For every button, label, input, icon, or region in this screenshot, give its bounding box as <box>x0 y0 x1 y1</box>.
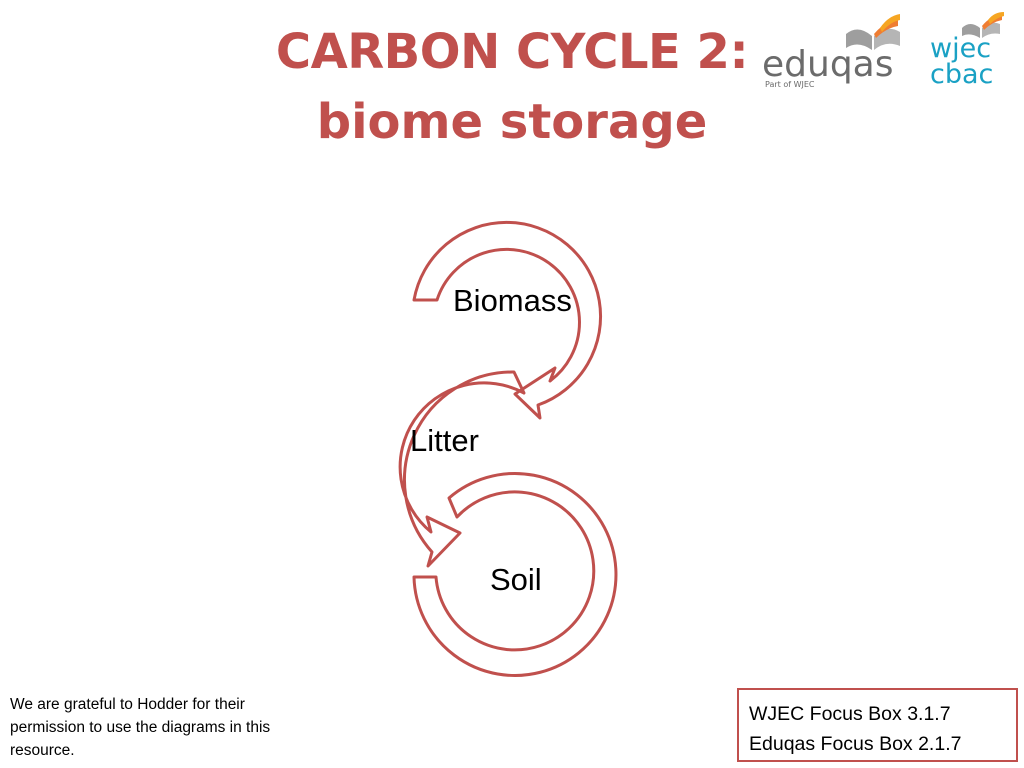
wjec-word: wjec <box>930 33 992 64</box>
eduqas-focus-box: Eduqas Focus Box 2.1.7 <box>749 733 962 755</box>
biomass-cycle-arrow <box>412 220 603 420</box>
title-line-1: CARBON CYCLE 2: <box>275 24 749 80</box>
wjec-focus-box: WJEC Focus Box 3.1.7 <box>749 703 951 725</box>
book-icon <box>846 14 900 50</box>
eduqas-subtitle: Part of WJEC <box>765 80 815 89</box>
eduqas-wordmark: eduqas <box>762 44 894 85</box>
litter-label: Litter <box>410 423 479 458</box>
title-line-2: biome storage <box>316 94 708 150</box>
wjec-wordmark: wjec cbac <box>930 33 994 90</box>
wjec-logo: wjec cbac <box>928 12 1008 92</box>
acknowledgement-text: We are grateful to Hodder for their perm… <box>10 696 271 759</box>
slide-title: CARBON CYCLE 2: biome storage <box>262 28 762 146</box>
cbac-word: cbac <box>930 59 994 90</box>
focus-box-reference: WJEC Focus Box 3.1.7 Eduqas Focus Box 2.… <box>737 688 1018 762</box>
soil-label: Soil <box>490 562 542 597</box>
carbon-store-cycle-diagram <box>398 220 618 677</box>
litter-cycle-arrow <box>398 370 526 568</box>
soil-cycle-arrow <box>412 472 618 677</box>
book-icon <box>962 12 1004 38</box>
eduqas-logo: eduqas Part of WJEC <box>760 14 910 94</box>
biomass-label: Biomass <box>453 283 572 318</box>
